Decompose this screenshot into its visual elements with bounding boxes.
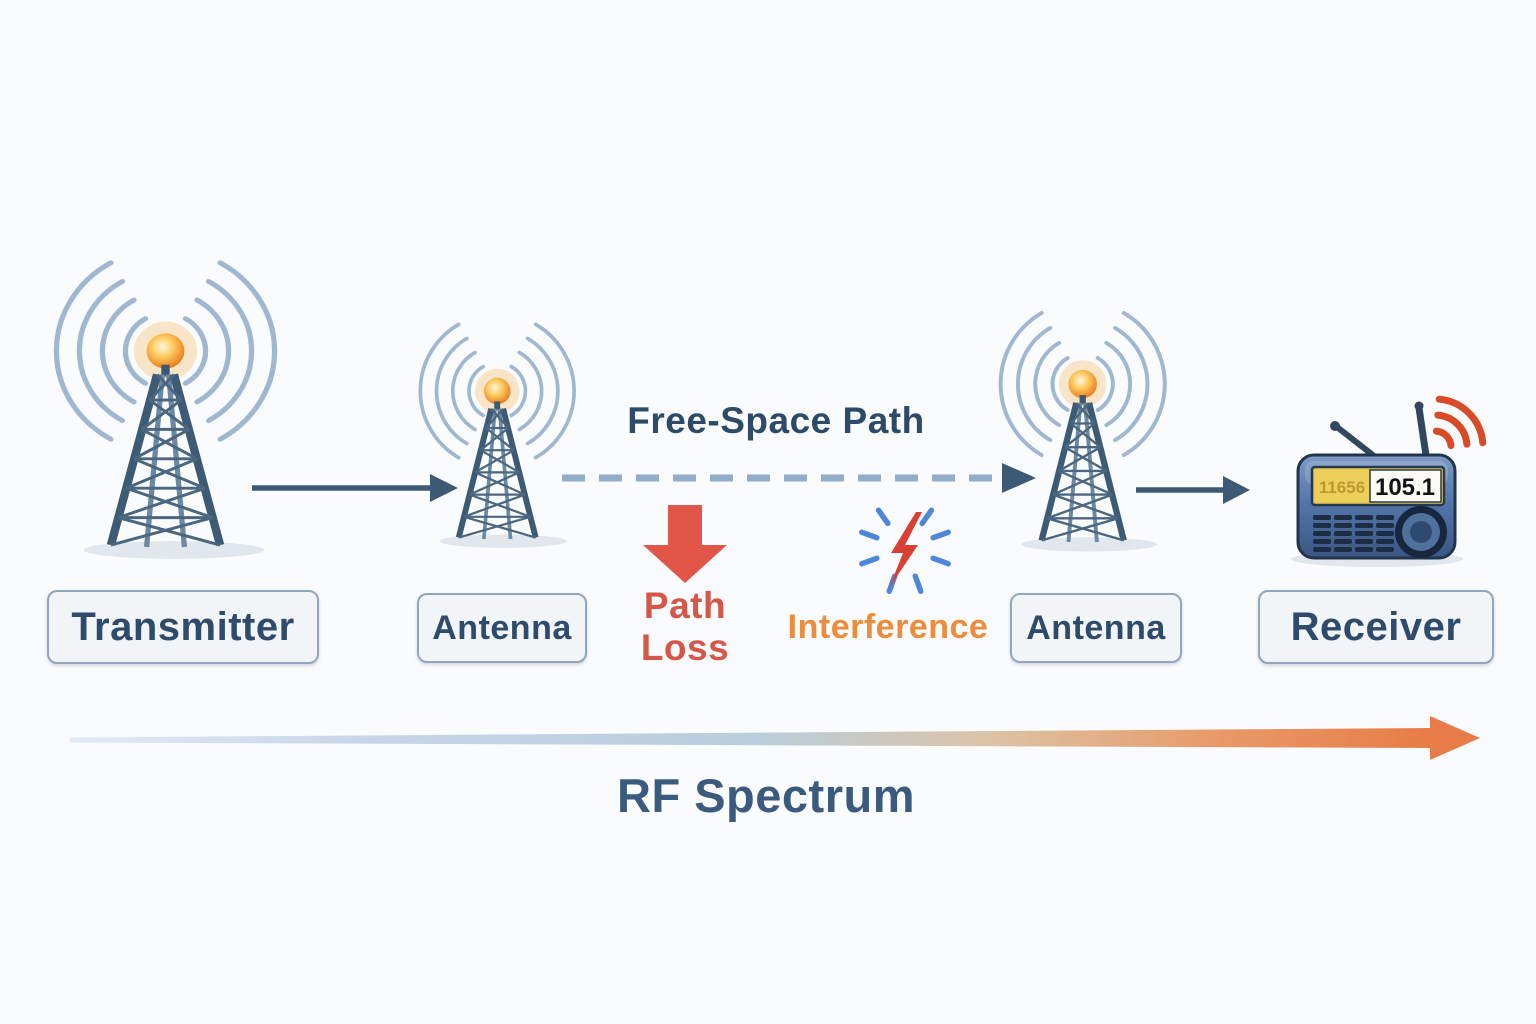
receiver-radio-icon: 11656 105.1 <box>1291 395 1487 567</box>
transmitter-tower-icon <box>56 263 274 559</box>
receiver-label: Receiver <box>1258 590 1494 664</box>
rf-spectrum-gradient-arrow-icon <box>70 716 1480 760</box>
antenna-tower-right-icon <box>1001 313 1165 552</box>
tuning-knob-icon <box>1395 506 1447 558</box>
speaker-grille-icon <box>1313 515 1394 552</box>
incoming-signal-waves-icon <box>1432 395 1487 450</box>
interference-spark-icon <box>859 507 951 594</box>
flow-arrow-antenna-to-receiver-icon <box>1136 476 1250 504</box>
radio-display-band-text: 11656 <box>1319 478 1365 497</box>
radio-frequency-readout: 105.1 <box>1375 474 1435 501</box>
interference-label: Interference <box>787 607 989 646</box>
antenna-tower-left-icon <box>420 324 574 547</box>
flow-arrow-transmitter-to-antenna-icon <box>252 474 458 502</box>
free-space-path-dashed-arrow-icon <box>562 463 1036 493</box>
free-space-path-label: Free-Space Path <box>627 400 925 441</box>
antenna-left-label: Antenna <box>417 593 587 663</box>
path-loss-label: Path Loss <box>640 585 730 668</box>
path-loss-down-arrow-icon <box>643 505 727 583</box>
rf-spectrum-title: RF Spectrum <box>617 768 915 822</box>
antenna-right-label: Antenna <box>1010 593 1182 663</box>
transmitter-label: Transmitter <box>47 590 319 664</box>
